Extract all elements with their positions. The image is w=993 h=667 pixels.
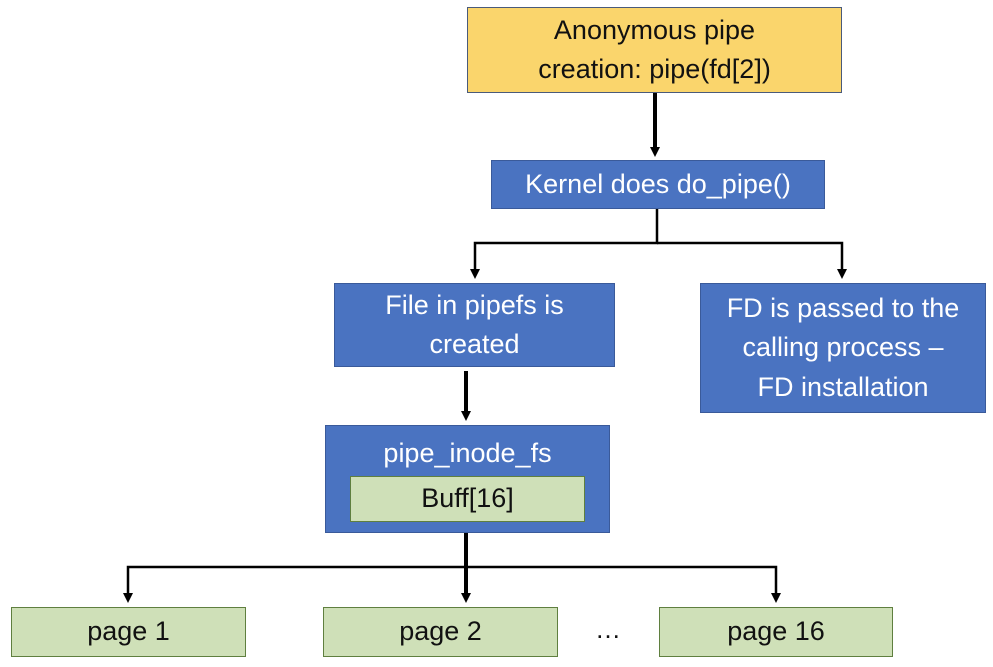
pipe-creation-line-1: Anonymous pipe — [553, 14, 756, 45]
pipe-inode-label: pipe_inode_fs — [383, 438, 552, 468]
branch-kernel — [470, 208, 659, 279]
page-1-box: page 1 — [11, 607, 246, 657]
fd-passed-line-3: FD installation — [757, 371, 929, 402]
fd-passed-line-2: calling process – — [742, 332, 944, 363]
kernel-line: Kernel does do_pipe() — [525, 168, 791, 199]
pipe-creation-box: Anonymous pipe creation: pipe(fd[2]) — [467, 7, 842, 93]
fd-passed-line-1: FD is passed to the — [726, 293, 960, 324]
branch-pages-left — [123, 565, 466, 603]
file-in-pipefs-box: File in pipefs is created — [334, 283, 615, 367]
page-1-label: page 1 — [87, 616, 170, 647]
page-2-label: page 2 — [399, 616, 482, 647]
kernel-do-pipe-box: Kernel does do_pipe() — [491, 160, 825, 209]
buffer-label: Buff[16] — [421, 483, 514, 514]
file-pipefs-line-1: File in pipefs is — [385, 289, 564, 320]
branch-pages-right — [466, 565, 781, 603]
pipe-creation-line-2: creation: pipe(fd[2]) — [538, 54, 771, 84]
fd-passed-box: FD is passed to the calling process – FD… — [700, 283, 986, 413]
branch-kernel-right — [657, 241, 847, 279]
page-16-label: page 16 — [727, 616, 825, 647]
pages-ellipsis: … — [595, 614, 621, 644]
page-16-box: page 16 — [659, 607, 893, 657]
page-2-box: page 2 — [323, 607, 558, 657]
buffer-box: Buff[16] — [350, 476, 585, 522]
file-pipefs-line-2: created — [429, 329, 520, 359]
